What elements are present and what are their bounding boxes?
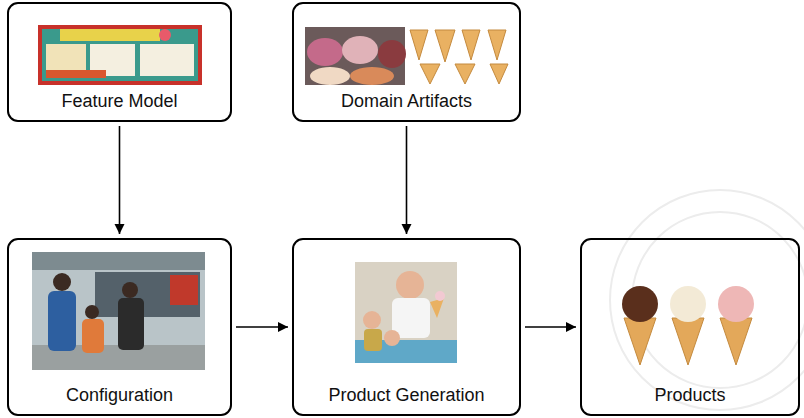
- process-box: Products: [580, 238, 800, 416]
- watermark-seal: [610, 190, 804, 410]
- flow-arrow: [402, 126, 412, 234]
- box-label: Feature Model: [9, 91, 230, 112]
- box-label: Domain Artifacts: [294, 91, 519, 112]
- connector-line: [406, 126, 408, 234]
- box-label: Configuration: [9, 385, 230, 406]
- menu-picture: [38, 25, 202, 85]
- arrow-head: [566, 322, 576, 332]
- arrow-head: [402, 224, 412, 234]
- process-box: Product Generation: [292, 238, 521, 416]
- arrow-head: [278, 322, 288, 332]
- process-box: Configuration: [7, 238, 232, 416]
- arrow-head: [115, 224, 125, 234]
- flow-arrow: [236, 322, 288, 332]
- box-label: Product Generation: [294, 385, 519, 406]
- connector-line: [119, 126, 121, 234]
- process-box: Domain Artifacts: [292, 2, 521, 122]
- flow-arrow: [525, 322, 576, 332]
- products-picture: [622, 286, 754, 365]
- product-generation-picture: [355, 262, 457, 363]
- configuration-picture: [32, 252, 205, 370]
- box-label: Products: [582, 385, 798, 406]
- domain-artifacts-picture: [305, 27, 508, 85]
- flow-arrow: [115, 126, 125, 234]
- process-box: Feature Model: [7, 2, 232, 122]
